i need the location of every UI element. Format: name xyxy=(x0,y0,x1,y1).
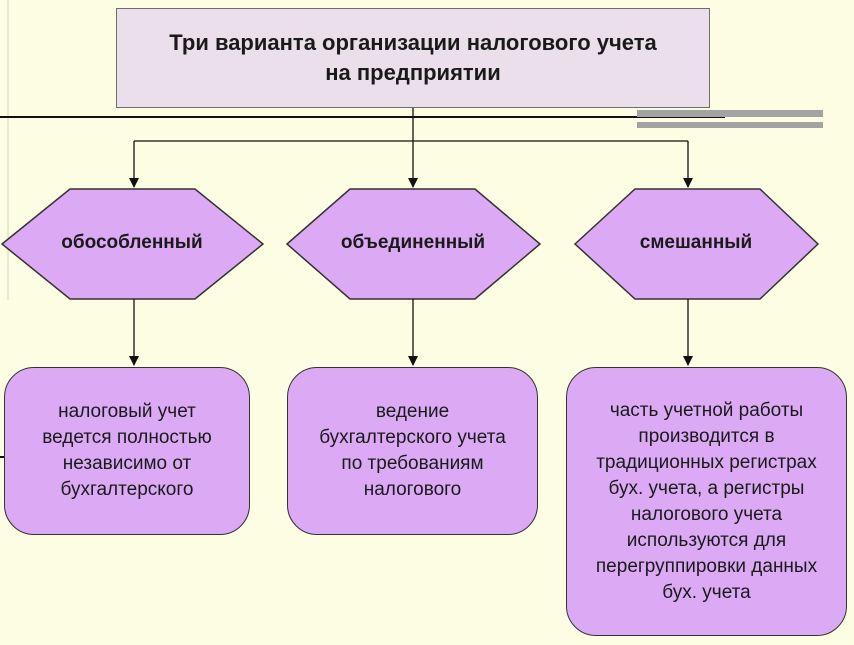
variant-label-separate: обособленный xyxy=(61,232,203,253)
description-combined: ведение бухгалтерского учета по требован… xyxy=(287,367,538,535)
hexagon-separate xyxy=(0,188,265,300)
hexagon-mixed xyxy=(573,188,820,300)
description-separate: налоговый учет ведется полностью независ… xyxy=(4,367,250,535)
description-mixed: часть учетной работы производится в трад… xyxy=(566,367,847,636)
title-line-2: на предприятии xyxy=(325,60,501,85)
variant-label-mixed: смешанный xyxy=(639,232,753,253)
variant-label-combined: объединенный xyxy=(340,232,486,253)
accent-bar-bottom xyxy=(637,122,823,128)
title-box: Три варианта организации налогового учет… xyxy=(116,8,710,108)
title-line-1: Три варианта организации налогового учет… xyxy=(169,30,657,55)
accent-bar-top xyxy=(637,110,823,117)
hexagon-combined xyxy=(285,188,542,300)
